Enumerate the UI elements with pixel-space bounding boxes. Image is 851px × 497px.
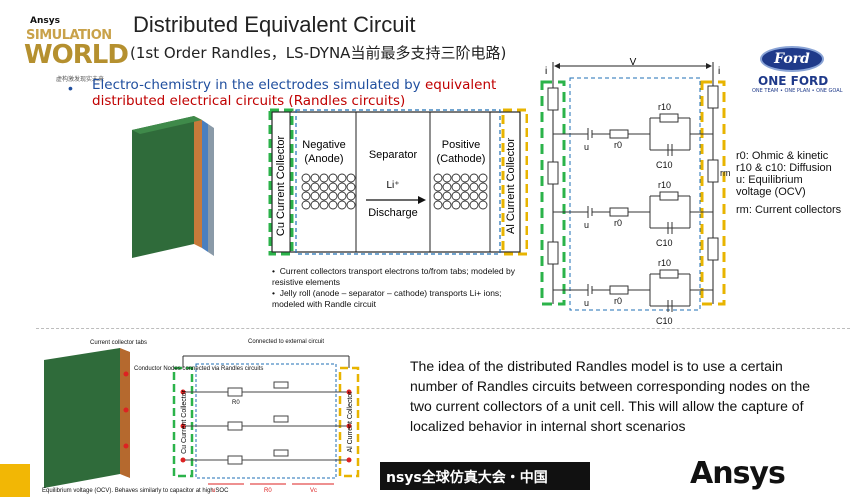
yellow-corner-accent [0, 464, 30, 497]
logo-tagline: 虚构激发现实未来 [56, 76, 105, 83]
al-collector-bottom-label: Al Current Collector [347, 391, 354, 453]
li-label: Li⁺ [386, 180, 399, 191]
cu-collector-bottom-label: Cu Current Collector [181, 389, 188, 453]
logo-brand: Ansys [30, 16, 60, 26]
legend-line-1: r0: Ohmic & kinetic [736, 150, 829, 162]
legend-line-3: u: Equilibrium [736, 174, 803, 186]
u-label-1: u [584, 142, 589, 152]
tabs-label: Current collector tabs [90, 340, 147, 346]
rm-label: rm [720, 168, 730, 178]
legend-line-5: rm: Current collectors [736, 204, 842, 216]
r10-label-2: r10 [658, 180, 671, 190]
ocv-label: Equilibrium voltage (OCV). Behaves simil… [42, 488, 229, 494]
r10-label-1: r10 [658, 102, 671, 112]
current-left-label: i [545, 66, 547, 77]
positive-label: Positive [442, 139, 481, 151]
distributed-randles-diagram: Current collector tabs Connected to exte… [42, 339, 360, 494]
cell-note-2: • Jelly roll (anode – separator – cathod… [272, 288, 502, 309]
c10-label-2: C10 [656, 238, 673, 248]
ford-logo: Ford [760, 46, 824, 72]
r0-bottom-label: R0 [232, 400, 240, 406]
page-title: Distributed Equivalent Circuit [133, 12, 416, 37]
r0-axis-label: R0 [264, 488, 272, 494]
legend-line-2: r10 & c10: Diffusion [736, 162, 832, 174]
randles-model-description: The idea of the distributed Randles mode… [410, 358, 811, 434]
negative-label: Negative [302, 139, 345, 151]
battery-cell-image [132, 116, 214, 258]
cell-cross-section-diagram: Cu Current Collector Al Current Collecto… [268, 108, 528, 256]
randles-circuit-diagram: V i i u r0 r10 C10 u r0 r10 [540, 58, 730, 326]
page-subtitle: (1st Order Randles，LS-DYNA当前最多支持三阶电路) [130, 44, 507, 62]
r0-label-3: r0 [614, 296, 622, 306]
cell-notes: • Current collectors transport electrons… [272, 266, 532, 310]
footer-event-text: nsys全球仿真大会・中国 [386, 470, 548, 486]
bullet-text-red-2: distributed electrical circuits (Randles… [92, 93, 406, 109]
r0-label-2: r0 [614, 218, 622, 228]
al-collector-label: Al Current Collector [505, 138, 517, 234]
nodes-label: Conductor Nodes connected via Randles ci… [134, 366, 263, 372]
u-label-3: u [584, 298, 589, 308]
one-ford-text: ONE FORD [758, 74, 829, 88]
one-ford-tagline: ONE TEAM • ONE PLAN • ONE GOAL [752, 88, 843, 94]
external-circuit-label: Connected to external circuit [248, 339, 324, 345]
bullet-text: Electro-chemistry in the electrodes simu… [92, 77, 532, 109]
circuit-legend: r0: Ohmic & kinetic r10 & c10: Diffusion… [736, 150, 848, 216]
cu-collector-label: Cu Current Collector [275, 136, 287, 237]
cell-note-1: • Current collectors transport electrons… [272, 266, 515, 287]
legend-line-4: voltage (OCV) [736, 186, 806, 198]
simulation-world-logo: Ansys SIMULATION WORLD 虚构激发现实未来 [22, 16, 129, 86]
bullet-icon: • [68, 80, 73, 96]
logo-line2: WORLD [24, 40, 129, 70]
voltage-label: V [630, 58, 637, 68]
c10-label-1: C10 [656, 160, 673, 170]
vc-axis-label: Vc [310, 488, 317, 494]
cathode-label: (Cathode) [437, 153, 486, 165]
current-right-label: i [718, 66, 720, 77]
bullet-text-red-1: equivalent [424, 77, 497, 93]
discharge-label: Discharge [368, 207, 418, 219]
anode-label: (Anode) [304, 153, 343, 165]
r10-label-3: r10 [658, 258, 671, 268]
c10-label-3: C10 [656, 316, 673, 326]
u-bottom-label: u [212, 488, 215, 494]
logo-line1: SIMULATION [26, 28, 112, 43]
footer-banner [380, 462, 590, 490]
r0-label-1: r0 [614, 140, 622, 150]
u-label-2: u [584, 220, 589, 230]
ansys-logo: Ansys [690, 456, 786, 491]
bullet-text-blue: Electro-chemistry in the electrodes simu… [92, 77, 425, 93]
separator-label: Separator [369, 149, 418, 161]
section-divider [36, 328, 850, 329]
